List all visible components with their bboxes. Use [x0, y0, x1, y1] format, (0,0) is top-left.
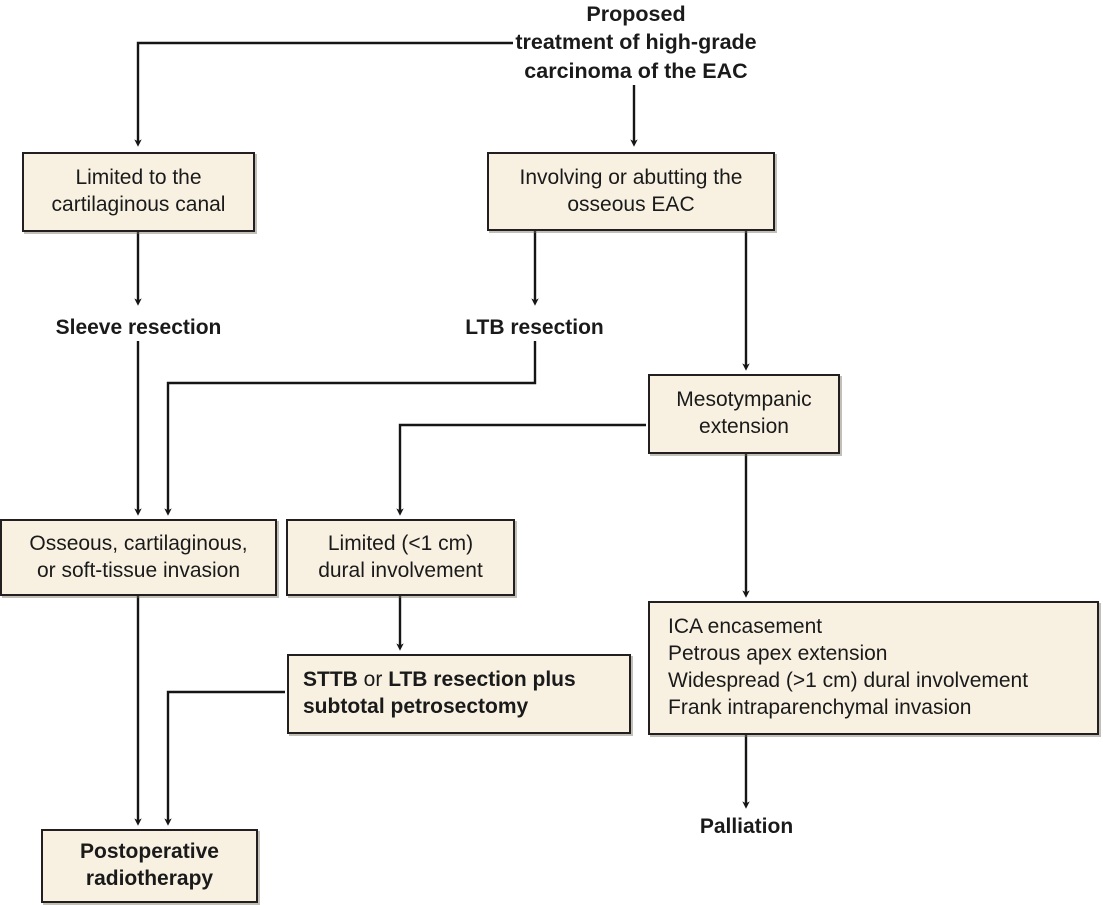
postop-rt-line-1: Postoperative [80, 840, 219, 864]
sttb-line-2: subtotal petrosectomy [303, 695, 529, 718]
edge-mesotympanic-to-limited-dural [396, 423, 646, 516]
node-ltb-resection: LTB resection [396, 314, 673, 341]
ica-group-line-1: ICA encasement [668, 615, 823, 639]
sttb-segment-sttb: STTB [303, 668, 358, 692]
mesotympanic-line-2: extension [699, 415, 789, 438]
node-sttb-or-ltb-resection-plus-subtotal-petrosectomy[interactable]: STTB or LTB resection plus subtotal petr… [287, 654, 631, 734]
osseous-invasion-line-2: or soft-tissue invasion [36, 558, 241, 582]
palliation-label: Palliation [699, 815, 794, 838]
ltb-resection-label: LTB resection [465, 316, 604, 339]
involving-osseous-line-1: Involving or abutting the [519, 165, 743, 189]
diagram-title: Proposed treatment of high-grade carcino… [486, 0, 786, 85]
node-palliation: Palliation [608, 813, 885, 840]
osseous-invasion-line-1: Osseous, cartilaginous, [29, 531, 248, 555]
node-ica-encasement-group[interactable]: ICA encasement Petrous apex extension Wi… [648, 601, 1099, 735]
postop-rt-line-2: radiotherapy [85, 867, 214, 890]
node-postoperative-radiotherapy[interactable]: Postoperative radiotherapy [41, 829, 258, 903]
ica-group-line-4: Frank intraparenchymal invasion [668, 695, 972, 719]
limited-cartilaginous-line-1: Limited to the [75, 166, 202, 190]
mesotympanic-line-1: Mesotympanic [676, 388, 812, 412]
sttb-segment-or: or [363, 668, 383, 692]
limited-dural-line-1: Limited (<1 cm) [327, 531, 474, 555]
ica-group-line-2: Petrous apex extension [668, 642, 888, 666]
limited-cartilaginous-line-2: cartilaginous canal [51, 193, 226, 216]
sleeve-resection-label: Sleeve resection [55, 316, 222, 339]
node-osseous-cartilaginous-soft-tissue-invasion[interactable]: Osseous, cartilaginous, or soft-tissue i… [0, 519, 277, 596]
title-line-2: treatment of high-grade [515, 30, 757, 55]
node-limited-to-cartilaginous-canal[interactable]: Limited to the cartilaginous canal [22, 152, 255, 232]
sttb-line-1: STTB or LTB resection plus [303, 667, 576, 694]
sttb-segment-rest: LTB resection plus [388, 668, 576, 692]
edge-sttb-to-postop-rt [164, 690, 285, 826]
ica-group-line-3: Widespread (>1 cm) dural involvement [668, 669, 1029, 692]
title-line-3: carcinoma of the EAC [524, 58, 748, 83]
node-sleeve-resection: Sleeve resection [0, 314, 277, 341]
limited-dural-line-2: dural involvement [318, 558, 483, 582]
node-limited-dural-involvement[interactable]: Limited (<1 cm) dural involvement [286, 519, 515, 596]
edge-title-to-limited-cartilaginous [134, 41, 513, 147]
node-involving-or-abutting-osseous-eac[interactable]: Involving or abutting the osseous EAC [487, 152, 775, 231]
node-mesotympanic-extension[interactable]: Mesotympanic extension [648, 374, 840, 454]
title-line-1: Proposed [586, 2, 686, 26]
edge-ltb-to-osseous-invasion [164, 341, 537, 516]
involving-osseous-line-2: osseous EAC [567, 192, 695, 216]
